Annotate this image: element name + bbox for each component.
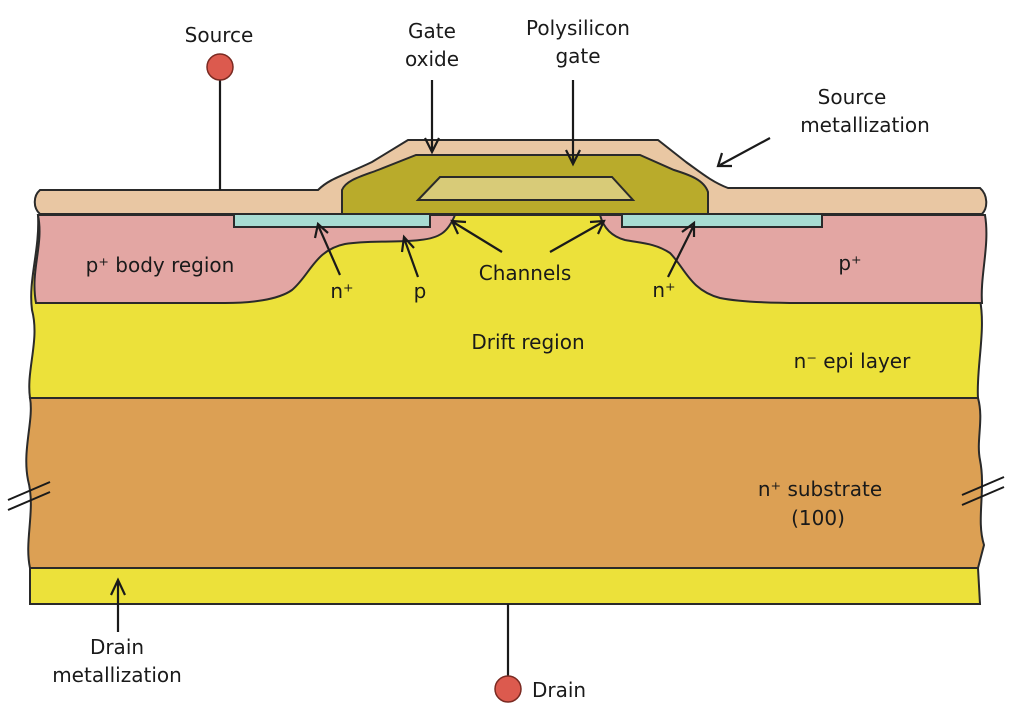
substrate-label-line2: (100) bbox=[791, 506, 845, 530]
source-terminal[interactable] bbox=[206, 53, 234, 81]
drain-label: Drain bbox=[532, 678, 586, 702]
drain-metallization-label-line2: metallization bbox=[52, 663, 182, 687]
arrow-gate-oxide bbox=[424, 80, 440, 155]
gate-oxide-label-line1: Gate bbox=[408, 19, 456, 43]
drain-terminal[interactable] bbox=[494, 675, 522, 703]
n-plus-right-label: n⁺ bbox=[652, 278, 675, 302]
arrow-channel-right bbox=[549, 219, 606, 253]
p-body-region-left bbox=[33, 214, 457, 304]
drain-metallization-layer bbox=[29, 567, 982, 605]
source-metallization-label-line2: metallization bbox=[800, 113, 930, 137]
arrow-channel-left bbox=[450, 219, 503, 253]
annotation-arrows bbox=[110, 80, 771, 632]
p-body-region-right bbox=[598, 214, 988, 304]
epi-layer-label: n⁻ epi layer bbox=[794, 349, 911, 373]
substrate-label-line1: n⁺ substrate bbox=[758, 477, 882, 501]
arrow-source-metallization bbox=[716, 137, 771, 168]
p-body-region-label: p⁺ body region bbox=[86, 253, 235, 277]
n-plus-region-left bbox=[233, 213, 431, 228]
source-metallization-label-line1: Source bbox=[818, 85, 887, 109]
drift-region-label: Drift region bbox=[471, 330, 584, 354]
break-mark-right bbox=[961, 476, 1005, 506]
p-plus-right-label: p⁺ bbox=[838, 251, 861, 275]
gate-oxide-label-line2: oxide bbox=[405, 47, 459, 71]
arrow-drain-metallization bbox=[110, 577, 126, 632]
arrow-n-plus-right bbox=[667, 220, 696, 278]
polysilicon-gate-label-line1: Polysilicon bbox=[526, 16, 630, 40]
arrow-polysilicon-gate bbox=[565, 80, 581, 167]
channels-label: Channels bbox=[479, 261, 572, 285]
arrow-p-small bbox=[400, 234, 420, 278]
polysilicon-gate-layer bbox=[415, 176, 636, 201]
arrow-n-plus-left bbox=[313, 221, 342, 276]
source-label: Source bbox=[185, 23, 254, 47]
break-mark-left bbox=[7, 481, 51, 511]
p-label: p bbox=[414, 279, 427, 303]
n-plus-region-right bbox=[621, 213, 823, 228]
polysilicon-gate-label-line2: gate bbox=[555, 44, 600, 68]
drain-metallization-label-line1: Drain bbox=[90, 635, 144, 659]
n-plus-left-label: n⁺ bbox=[330, 279, 353, 303]
